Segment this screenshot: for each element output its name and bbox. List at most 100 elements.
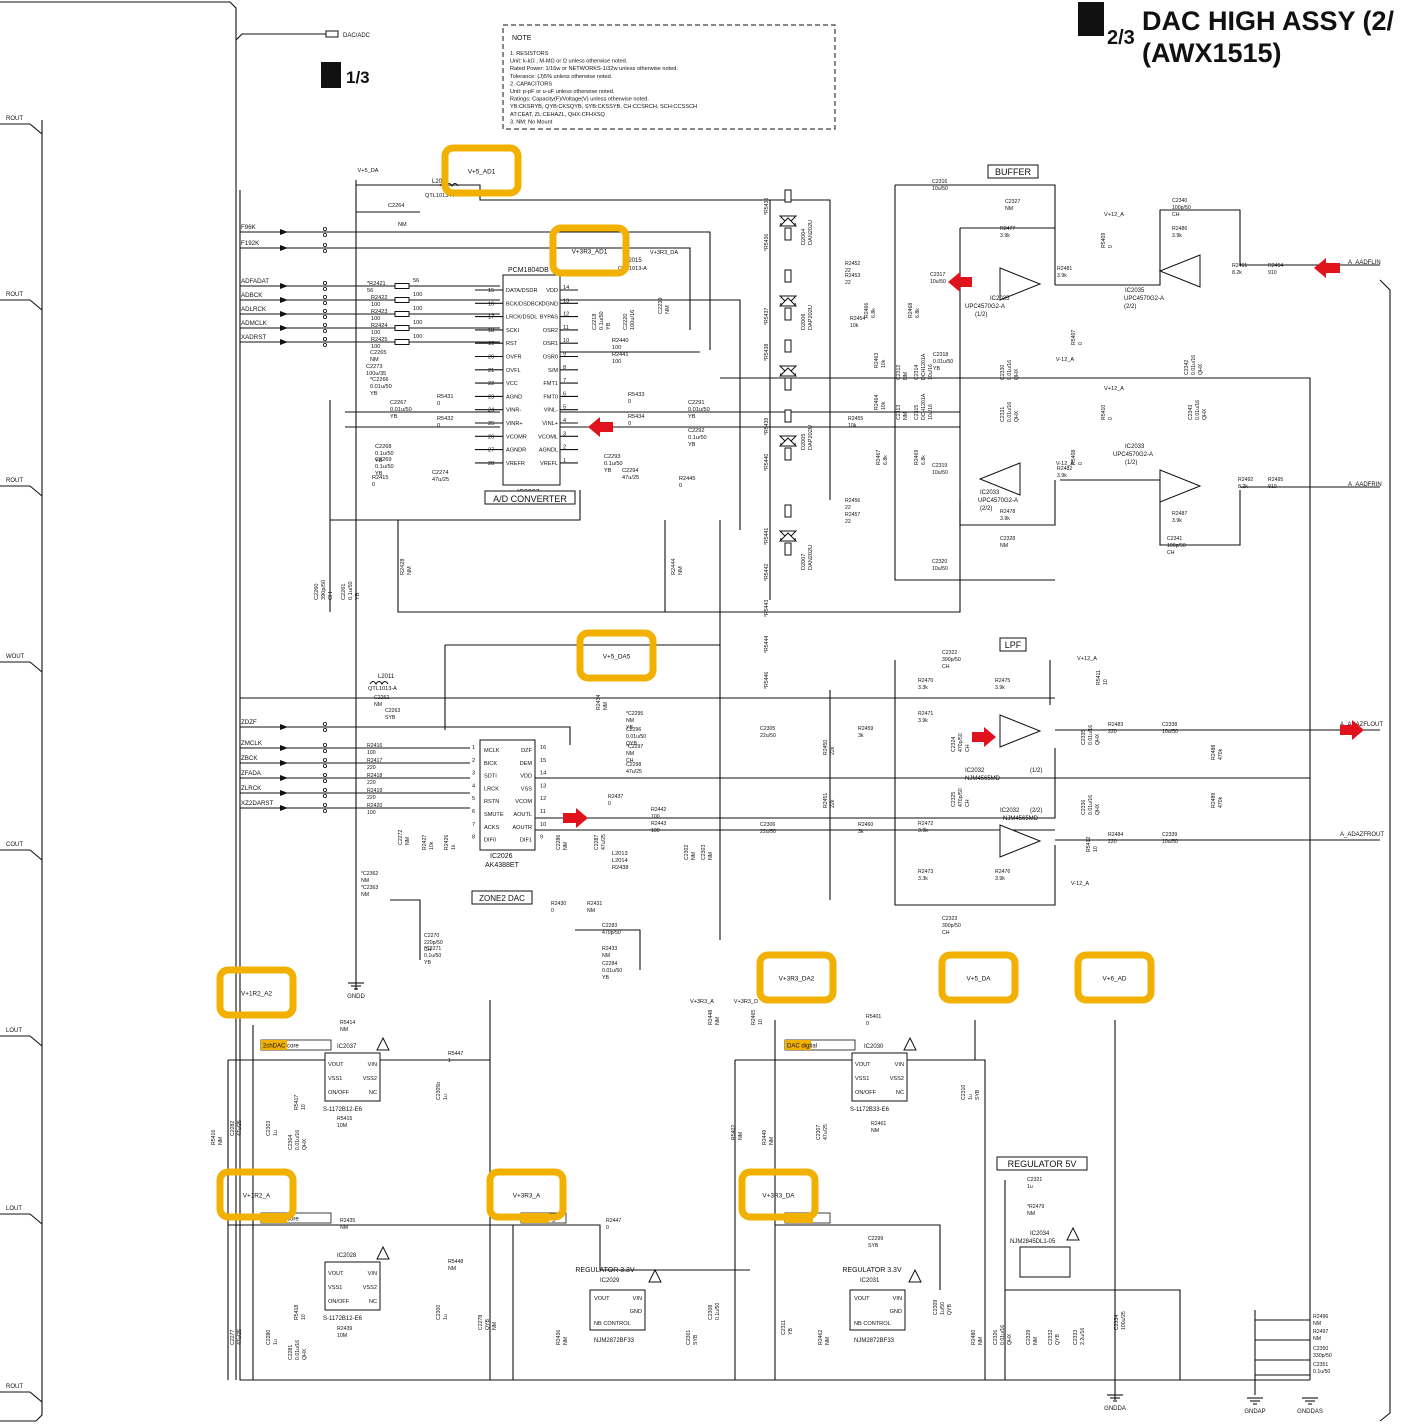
component-label: 10u/16 (928, 364, 934, 380)
component-label: NM (691, 852, 697, 860)
component-label: C2282 (230, 1121, 236, 1136)
svg-text:IC2035: IC2035 (990, 296, 1010, 302)
sheet-title: B 2/3 DAC HIGH ASSY (2/ (AWX1515) (1078, 2, 1395, 68)
diode-resistor: *R5440 (764, 454, 770, 471)
regulator-part: NJM2872BF33 (854, 1338, 895, 1344)
adc-left-pin: VINR- (506, 408, 521, 414)
zone2-left-pin: DIF0 (484, 838, 496, 844)
component-label: C2339 (1162, 832, 1177, 838)
adc-left-pin: VCC (506, 381, 518, 387)
resistor-value: 100 (413, 320, 422, 326)
component-label: 390p/50 (942, 657, 961, 663)
ref-fraction: 1/3 (346, 68, 370, 87)
component-label: R2473 (918, 869, 933, 875)
component-label: C2239 (658, 298, 664, 314)
output-a-adazfrout: A_ADAZFROUT (1340, 832, 1384, 838)
component-label: 0.01u/16 (295, 1130, 301, 1150)
reg-nb-pin: VOUT (594, 1296, 610, 1302)
adc-left-num: 20 (488, 355, 494, 361)
regulator-name: IC2031 (860, 1278, 880, 1284)
component-label: 0.01u/16 (1191, 355, 1197, 375)
component-label: R2453 (845, 273, 860, 279)
component-label: 1u (968, 1094, 974, 1100)
diode-resistor: *R5435 (764, 198, 770, 215)
opamp-ic2032a: IC2032 NJM4565MD (1/2) (965, 714, 1042, 782)
component-label: 22u/50 (760, 829, 776, 835)
component-label: 0.01u/16 (1007, 402, 1013, 422)
buffer-title: BUFFER (995, 167, 1032, 177)
adc-right-pin: DGND (542, 301, 558, 307)
component-label: R2477 (1000, 226, 1015, 232)
component-label: YB (933, 366, 940, 372)
component-label: R2415 (372, 475, 388, 481)
rail-highlight (216, 966, 297, 1019)
reg-nb-pin: GND (630, 1309, 642, 1315)
diode-resistor: *R5441 (764, 528, 770, 545)
component-label: C2303 (266, 1121, 272, 1136)
component-label: C2264 (388, 203, 404, 209)
component-label: R2433 (602, 946, 617, 952)
component-label: NM (1313, 1336, 1321, 1342)
component-label: 100 (371, 316, 380, 322)
component-label: NM (708, 852, 714, 860)
connector-label: ROUT (6, 1384, 23, 1390)
component-label: C2325 (951, 792, 957, 807)
reg-pin-left: VOUT (328, 1271, 344, 1277)
component-label: 0 (437, 401, 440, 407)
adc-right-pin: VINL- (544, 408, 558, 414)
title-line2: (AWX1515) (1142, 38, 1282, 68)
rail-label-v5_ad1: V+5_AD1 (468, 169, 496, 176)
rail-highlight (738, 1168, 819, 1221)
component-label: C2338 (1162, 722, 1177, 728)
component-label: C2314 (914, 365, 920, 380)
reg-pin-right: NC (369, 1090, 377, 1096)
adc-right-pin: FMT0 (543, 394, 558, 400)
component-label: C2270 (424, 933, 439, 939)
component-label: YB (390, 414, 398, 420)
component-label: 0 (437, 423, 440, 429)
component-label: R2440 (612, 338, 628, 344)
zone2-right-pin: AOUTL (513, 812, 532, 818)
component-label: 10u/50 (1162, 839, 1178, 845)
component-label: QHX (1014, 410, 1020, 422)
component-label: R2451 (823, 793, 829, 808)
rail-v12_a: V+12_A (1077, 656, 1097, 662)
adc-right-num: 10 (563, 338, 569, 344)
component-label: C2303 (701, 845, 707, 860)
component-label: 1u (443, 1314, 449, 1320)
component-label: 1k (451, 844, 457, 850)
component-label: C2342 (1184, 360, 1190, 375)
component-label: QHX (1198, 363, 1204, 375)
zone2-right-pin: AOUTR (512, 825, 532, 831)
diode-resistor: *R5439 (764, 418, 770, 435)
component-label: R2468 (908, 303, 914, 318)
component-label: 3.9k (1172, 518, 1182, 524)
rail-v12_a: V+12_A (1104, 386, 1124, 392)
component-label: C2280 (266, 1330, 272, 1345)
component-label: 0 (1078, 462, 1084, 465)
component-label: 6.8k (921, 455, 927, 465)
component-label: 0 (608, 801, 611, 807)
component-label: C2350 (1313, 1346, 1328, 1352)
regulator-name: IC2034 (1030, 1231, 1050, 1237)
component-label: NM (361, 892, 369, 898)
component-label: 470p/50 (958, 733, 964, 752)
rail-highlight (216, 1168, 297, 1221)
component-label: R5407 (1071, 330, 1077, 345)
diode-ref: D2004 (801, 229, 807, 245)
component-label: 47u/25 (601, 834, 607, 850)
zone2-left-pin: ACKS (484, 825, 500, 831)
component-label: NM (340, 1225, 348, 1231)
component-label: R5431 (437, 394, 453, 400)
adc-right-num: 13 (563, 298, 569, 304)
arrow-zone2-out (563, 808, 588, 828)
zone2-left-pin: MCLK (484, 748, 500, 754)
component-label: 3k (858, 829, 864, 835)
component-label: NM (218, 1137, 224, 1145)
component-label: 3.9k (1172, 233, 1182, 239)
component-label: QHX (1014, 368, 1020, 380)
component-label: NM (626, 718, 634, 724)
component-label: 8.2k (1232, 270, 1242, 276)
